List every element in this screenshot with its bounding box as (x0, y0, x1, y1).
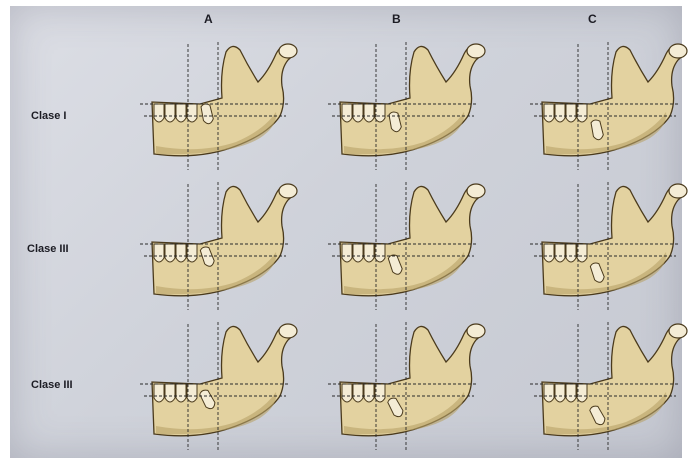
tooth (165, 244, 175, 262)
tooth (165, 104, 175, 122)
tooth (577, 244, 587, 262)
tooth (176, 244, 186, 262)
tooth (544, 244, 554, 262)
mandible-bone (340, 325, 482, 436)
tooth (375, 384, 385, 402)
row-label-1: Clase I (31, 110, 66, 122)
tooth (342, 244, 352, 262)
mandible-bone (542, 45, 684, 156)
condyle (669, 324, 687, 338)
condyle (669, 44, 687, 58)
tooth (165, 384, 175, 402)
mandible-bone (542, 325, 684, 436)
mandible-diagram-r1-b (328, 42, 488, 172)
tooth (555, 384, 565, 402)
mandible-diagram-r1-a (140, 42, 300, 172)
condyle (279, 324, 297, 338)
mandible-bone (152, 185, 294, 296)
mandible-bone (152, 325, 294, 436)
tooth (566, 244, 576, 262)
tooth (353, 104, 363, 122)
tooth (566, 384, 576, 402)
mandible-diagram-r2-c (530, 182, 689, 312)
condyle (669, 184, 687, 198)
condyle (279, 44, 297, 58)
tooth (176, 384, 186, 402)
tooth (544, 104, 554, 122)
tooth (187, 244, 197, 262)
tooth (176, 104, 186, 122)
tooth (577, 384, 587, 402)
tooth (566, 104, 576, 122)
tooth (364, 104, 374, 122)
column-label-b: B (392, 12, 401, 26)
tooth (577, 104, 587, 122)
tooth (342, 384, 352, 402)
tooth (555, 244, 565, 262)
tooth (154, 384, 164, 402)
mandible-diagram-r3-a (140, 322, 300, 452)
mandible-bone (152, 45, 294, 156)
mandible-diagram-r2-a (140, 182, 300, 312)
column-label-c: C (588, 12, 597, 26)
tooth (555, 104, 565, 122)
condyle (467, 324, 485, 338)
condyle (467, 184, 485, 198)
row-label-2: Clase III (27, 243, 69, 255)
tooth (187, 104, 197, 122)
mandible-diagram-r3-b (328, 322, 488, 452)
mandible-bone (542, 185, 684, 296)
tooth (364, 244, 374, 262)
tooth (154, 244, 164, 262)
tooth (375, 104, 385, 122)
condyle (467, 44, 485, 58)
mandible-bone (340, 45, 482, 156)
row-label-3: Clase III (31, 379, 73, 391)
tooth (364, 384, 374, 402)
tooth (353, 384, 363, 402)
mandible-diagram-r3-c (530, 322, 689, 452)
condyle (279, 184, 297, 198)
tooth (375, 244, 385, 262)
mandible-bone (340, 185, 482, 296)
tooth (187, 384, 197, 402)
column-label-a: A (204, 12, 213, 26)
mandible-diagram-r1-c (530, 42, 689, 172)
tooth (353, 244, 363, 262)
mandible-diagram-r2-b (328, 182, 488, 312)
tooth (544, 384, 554, 402)
tooth (154, 104, 164, 122)
tooth (342, 104, 352, 122)
